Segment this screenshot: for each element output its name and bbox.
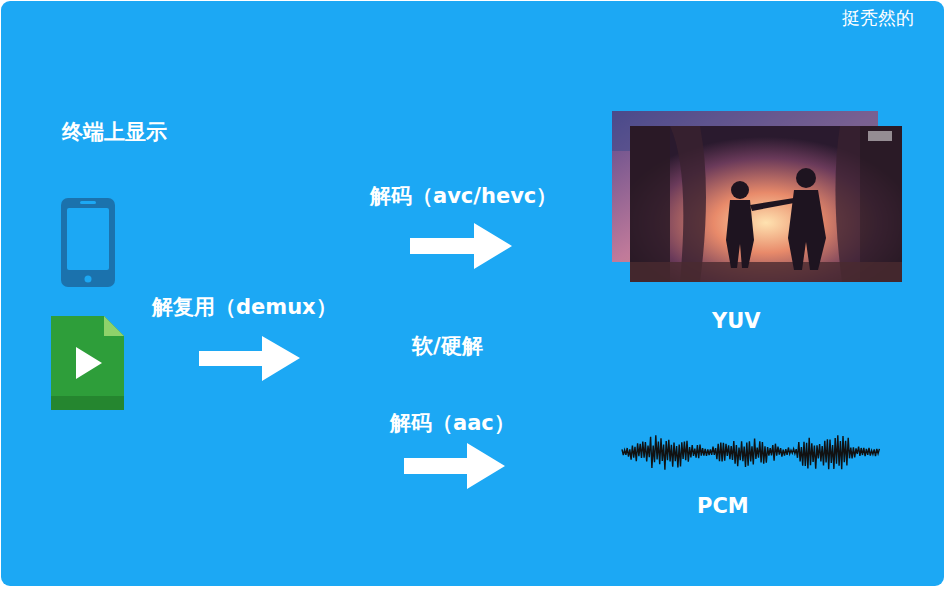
label: 解码（aac） (390, 411, 515, 436)
video-file-icon (51, 316, 124, 410)
arrow (404, 443, 505, 489)
arrow (410, 223, 512, 269)
pcm-waveform (622, 435, 879, 470)
arrow (199, 336, 300, 381)
watermark: 挺秃然的 (842, 7, 914, 29)
label: 解码（avc/hevc） (370, 184, 557, 209)
video-frame-front (630, 126, 902, 282)
label: 软/硬解 (412, 334, 483, 359)
label: 终端上显示 (62, 120, 167, 145)
phone-icon (61, 198, 115, 287)
label: PCM (697, 494, 749, 519)
label: 解复用（demux） (152, 295, 337, 320)
label: YUV (712, 309, 761, 334)
